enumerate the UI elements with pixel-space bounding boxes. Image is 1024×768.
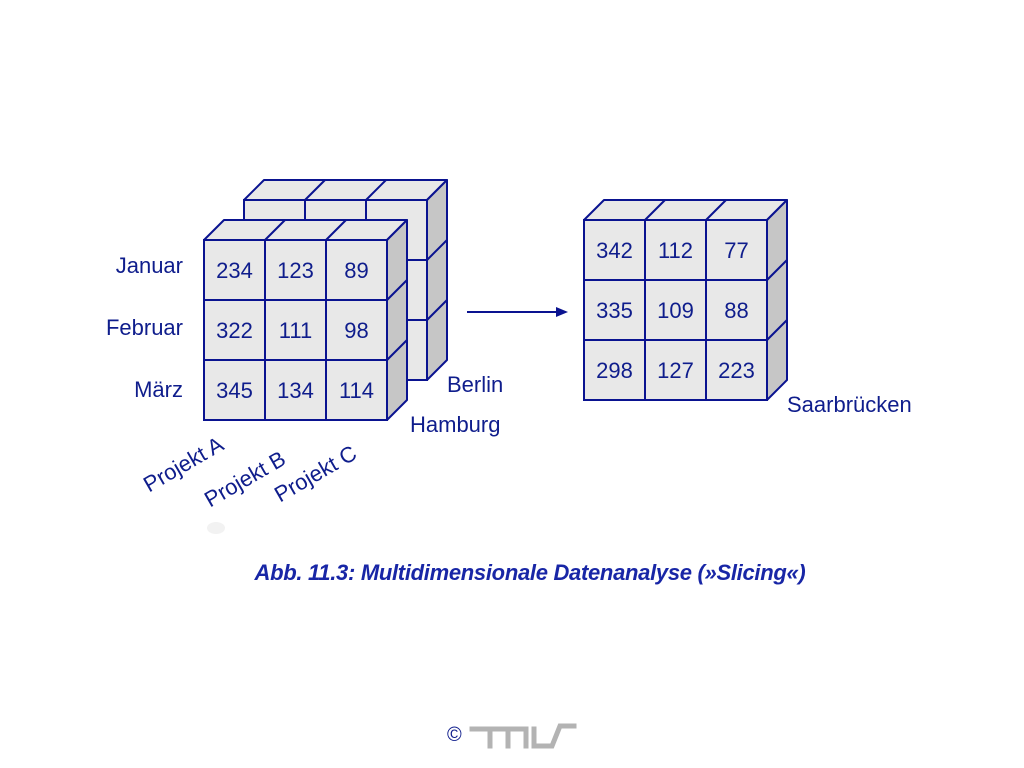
back-cube-side-face — [426, 179, 448, 381]
front-cube-cell-value: 322 — [216, 318, 253, 343]
front-cube-cell-value: 123 — [277, 258, 314, 283]
saarbruecken-slice: 342 112 77 335 109 88 298 127 223 — [583, 199, 788, 401]
mis-logo-icon — [469, 723, 577, 749]
slice-cell-value: 223 — [718, 358, 755, 383]
front-cube-side-face — [386, 219, 408, 421]
front-cube-front-face — [203, 239, 388, 421]
slice-cell-value: 109 — [657, 298, 694, 323]
layer-label-hamburg: Hamburg — [410, 412, 501, 437]
front-cube-cell-value: 134 — [277, 378, 314, 403]
slice-cell-value: 112 — [658, 238, 693, 263]
slice-cell-value: 298 — [596, 358, 633, 383]
front-cube-cell-value: 234 — [216, 258, 253, 283]
slice-front-face — [583, 219, 768, 401]
slice-cell-value: 342 — [596, 238, 633, 263]
slice-cell-value: 88 — [724, 298, 748, 323]
front-cube-cell-value: 98 — [344, 318, 368, 343]
layer-label-berlin: Berlin — [447, 372, 504, 397]
front-cube-cell-value: 114 — [339, 378, 374, 403]
copyright-symbol: © — [447, 723, 462, 746]
slicing-arrow — [467, 307, 568, 317]
row-label-februar: Februar — [105, 315, 183, 340]
slice-top-face — [583, 199, 788, 221]
front-cube-cell-value: 89 — [344, 258, 368, 283]
slice-cell-value: 77 — [724, 238, 748, 263]
front-cube-top-face — [203, 219, 408, 241]
row-label-januar: Januar — [115, 253, 183, 278]
figure-caption: Abb. 11.3: Multidimensionale Datenanalys… — [254, 560, 806, 585]
back-cube-top-face — [243, 179, 448, 201]
footer: © — [447, 720, 580, 750]
slice-side-face — [766, 199, 788, 401]
slice-cell-value: 335 — [596, 298, 633, 323]
front-cube-cell-value: 111 — [279, 318, 312, 343]
row-label-maerz: März — [134, 377, 183, 402]
slice-cell-value: 127 — [657, 358, 694, 383]
front-cube-hamburg: 234 123 89 322 111 98 345 134 114 — [203, 219, 408, 421]
front-cube-cell-value: 345 — [216, 378, 253, 403]
decorative-dot — [207, 522, 225, 534]
slice-label-saarbruecken: Saarbrücken — [787, 392, 912, 417]
